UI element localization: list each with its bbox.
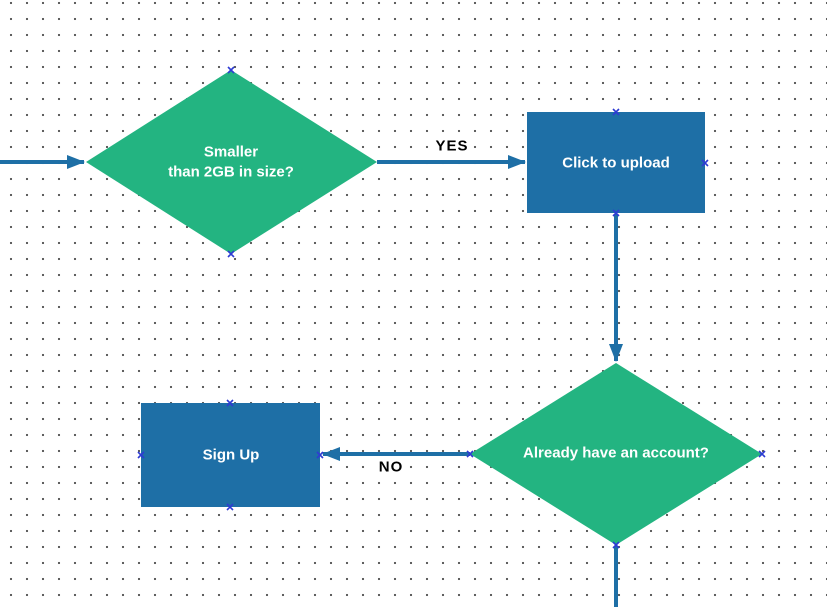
connection-point[interactable]	[701, 159, 709, 167]
connection-point[interactable]	[612, 108, 620, 116]
connection-point[interactable]	[612, 209, 620, 217]
node-signup-rect[interactable]	[141, 403, 320, 507]
connection-point[interactable]	[137, 451, 145, 459]
connection-point[interactable]	[226, 399, 234, 407]
connection-point[interactable]	[226, 503, 234, 511]
connection-point[interactable]	[466, 450, 474, 458]
connection-point[interactable]	[227, 250, 235, 258]
node-size-check-diamond[interactable]	[86, 70, 377, 254]
connection-point[interactable]	[758, 450, 766, 458]
connection-point[interactable]	[316, 451, 324, 459]
node-account-check-diamond[interactable]	[470, 363, 762, 545]
connection-point[interactable]	[612, 541, 620, 549]
node-upload-rect[interactable]	[527, 112, 705, 213]
connection-point[interactable]	[227, 66, 235, 74]
